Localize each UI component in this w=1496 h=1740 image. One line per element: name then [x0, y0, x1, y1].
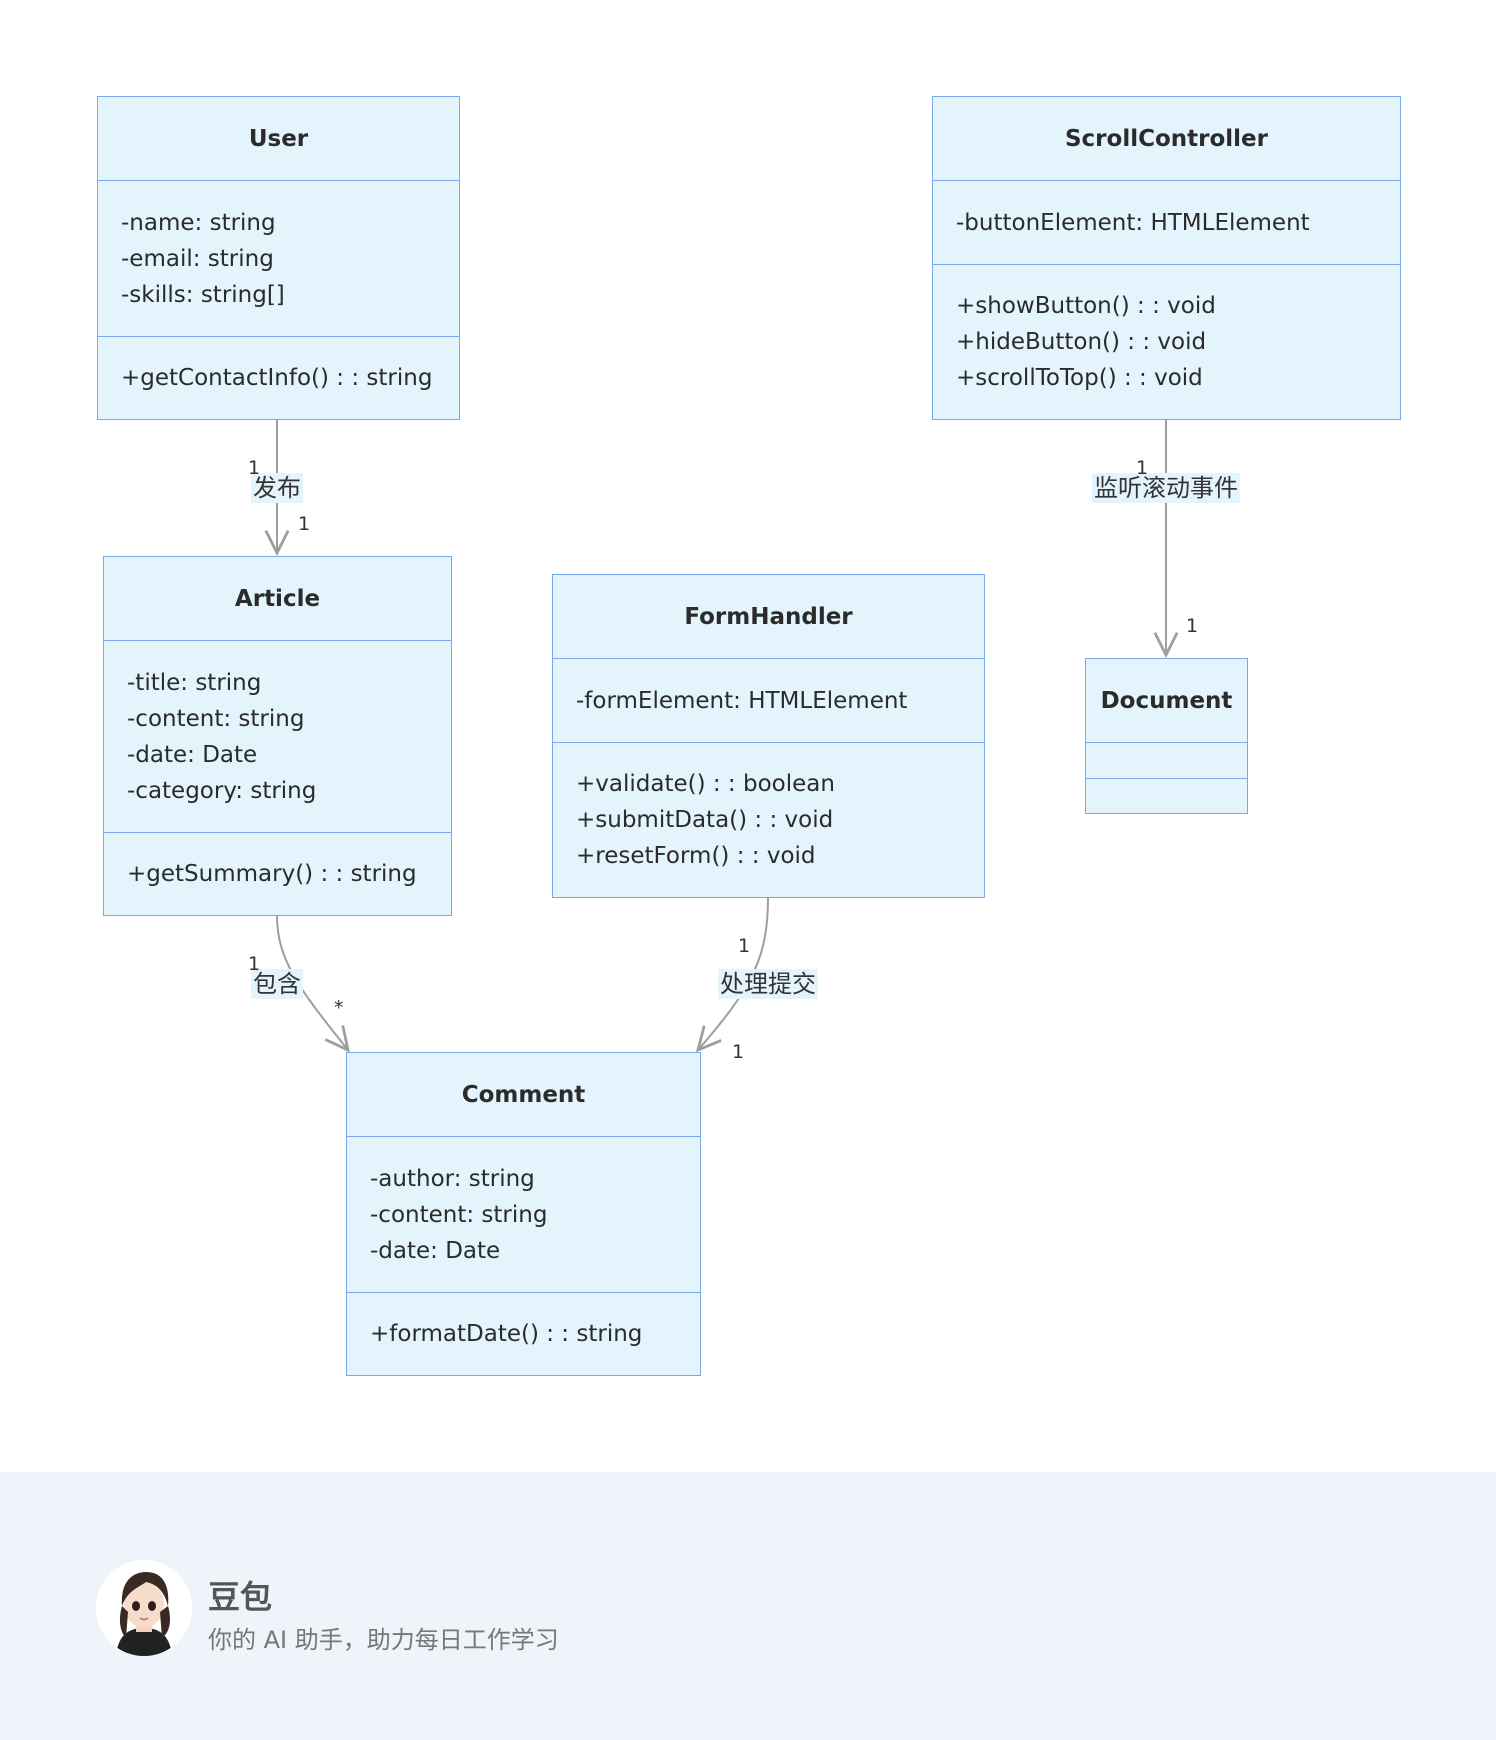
- mult-handle-submit-to: 1: [732, 1041, 745, 1063]
- class-scrollcontroller-attributes: -buttonElement: HTMLElement: [933, 181, 1400, 265]
- class-document-methods: [1086, 779, 1247, 813]
- edge-label-listen-scroll: 监听滚动事件: [1092, 473, 1240, 503]
- method: +validate() : : boolean: [576, 771, 835, 797]
- method: +scrollToTop() : : void: [956, 365, 1203, 391]
- class-article[interactable]: Article -title: string -content: string …: [103, 556, 452, 916]
- edge-label-contains: 包含: [251, 969, 303, 999]
- class-comment-methods: +formatDate() : : string: [347, 1293, 700, 1375]
- class-scrollcontroller-methods: +showButton() : : void +hideButton() : :…: [933, 265, 1400, 419]
- attribute: -content: string: [370, 1201, 548, 1228]
- avatar-illustration: [96, 1560, 192, 1656]
- class-user[interactable]: User -name: string -email: string -skill…: [97, 96, 460, 420]
- mult-handle-submit-from: 1: [738, 935, 751, 957]
- attribute: -skills: string[]: [121, 281, 285, 308]
- class-scrollcontroller-name: ScrollController: [933, 97, 1400, 181]
- brand-tagline: 你的 AI 助手，助力每日工作学习: [208, 1626, 559, 1654]
- method: +resetForm() : : void: [576, 843, 816, 869]
- class-article-attributes: -title: string -content: string -date: D…: [104, 641, 451, 833]
- class-formhandler-attributes: -formElement: HTMLElement: [553, 659, 984, 743]
- attribute: -formElement: HTMLElement: [576, 687, 908, 714]
- method: +hideButton() : : void: [956, 329, 1207, 355]
- footer: 豆包 你的 AI 助手，助力每日工作学习: [0, 1472, 1496, 1740]
- edge-label-handle-submit: 处理提交: [718, 969, 818, 999]
- attribute: -title: string: [127, 669, 262, 696]
- mult-contains-to: *: [334, 997, 344, 1019]
- class-article-methods: +getSummary() : : string: [104, 833, 451, 915]
- edge-label-publish: 发布: [251, 473, 303, 503]
- class-comment[interactable]: Comment -author: string -content: string…: [346, 1052, 701, 1376]
- attribute: -name: string: [121, 209, 276, 236]
- class-formhandler[interactable]: FormHandler -formElement: HTMLElement +v…: [552, 574, 985, 898]
- class-formhandler-methods: +validate() : : boolean +submitData() : …: [553, 743, 984, 897]
- attribute: -buttonElement: HTMLElement: [956, 209, 1310, 236]
- diagram-canvas: User -name: string -email: string -skill…: [97, 96, 1401, 1376]
- method: +showButton() : : void: [956, 293, 1216, 319]
- attribute: -author: string: [370, 1165, 535, 1192]
- class-scrollcontroller[interactable]: ScrollController -buttonElement: HTMLEle…: [932, 96, 1401, 420]
- attribute: -category: string: [127, 777, 317, 804]
- attribute: -date: Date: [370, 1237, 501, 1264]
- attribute: -content: string: [127, 705, 305, 732]
- class-document-name: Document: [1086, 659, 1247, 743]
- class-user-name: User: [98, 97, 459, 181]
- method: +getSummary() : : string: [127, 861, 417, 887]
- mult-contains-from: 1: [248, 953, 261, 975]
- mult-listen-scroll-from: 1: [1136, 457, 1149, 479]
- method: +formatDate() : : string: [370, 1321, 643, 1347]
- class-document-attributes: [1086, 743, 1247, 779]
- mult-listen-scroll-to: 1: [1186, 615, 1199, 637]
- attribute: -date: Date: [127, 741, 258, 768]
- avatar: [96, 1560, 192, 1656]
- brand-name: 豆包: [208, 1578, 273, 1616]
- class-user-attributes: -name: string -email: string -skills: st…: [98, 181, 459, 337]
- class-article-name: Article: [104, 557, 451, 641]
- class-formhandler-name: FormHandler: [553, 575, 984, 659]
- mult-publish-to: 1: [298, 513, 311, 535]
- class-comment-name: Comment: [347, 1053, 700, 1137]
- method: +submitData() : : void: [576, 807, 834, 833]
- class-user-methods: +getContactInfo() : : string: [98, 337, 459, 419]
- attribute: -email: string: [121, 245, 274, 272]
- class-document[interactable]: Document: [1085, 658, 1248, 814]
- class-comment-attributes: -author: string -content: string -date: …: [347, 1137, 700, 1293]
- mult-publish-from: 1: [248, 457, 261, 479]
- method: +getContactInfo() : : string: [121, 365, 433, 391]
